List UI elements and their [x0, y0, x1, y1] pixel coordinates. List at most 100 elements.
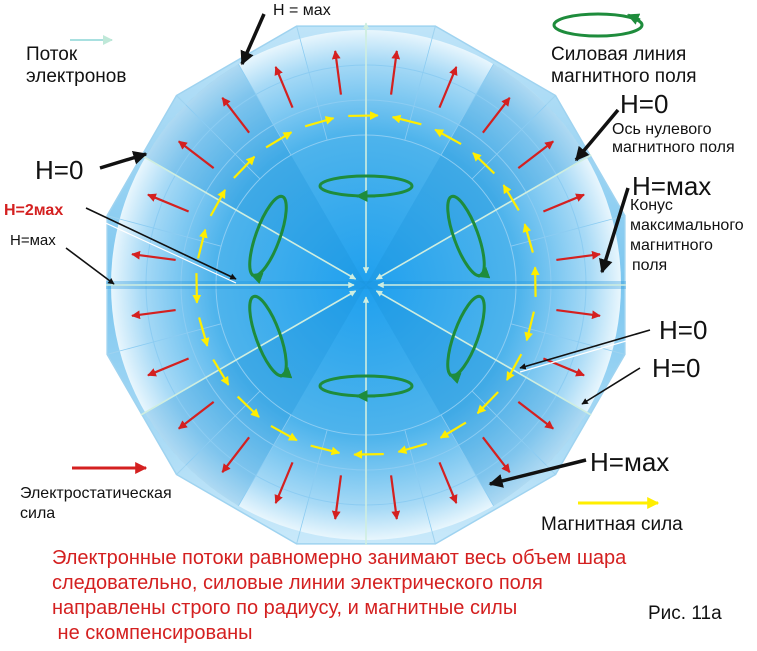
sphere-spoke: [185, 104, 261, 180]
magnetic-arrow: [192, 273, 202, 304]
magnetic-arrow: [310, 444, 341, 456]
field-line-arrow: [278, 366, 293, 379]
facet-edge: [296, 26, 301, 39]
pointer-h-max-bottom: [488, 458, 587, 488]
electrostatic-arrow: [517, 140, 554, 169]
sphere-spoke: [404, 38, 433, 141]
facet-edge: [176, 464, 187, 475]
magnetic-arrow: [391, 114, 422, 126]
field-axes: [106, 22, 626, 545]
electrostatic-arrow: [482, 97, 511, 134]
magnetic-arrow: [530, 266, 540, 297]
electrostatic-arrow: [147, 357, 190, 377]
label-field-line: Силовая линия магнитного поля: [551, 44, 697, 87]
electrostatic-arrow: [147, 193, 190, 213]
label-fig-number: Рис. 11а: [648, 603, 722, 624]
sphere-spoke: [440, 63, 494, 156]
label-h0-left: Н=0: [35, 155, 84, 185]
sphere-spoke: [299, 429, 328, 532]
sphere-spoke: [440, 414, 494, 507]
label-h-max-top: Н = мах: [273, 2, 331, 19]
electrostatic-arrow: [131, 250, 176, 262]
sphere-spoke: [238, 414, 292, 507]
magnetic-arrow: [304, 116, 335, 128]
electrostatic-arrow: [482, 436, 511, 473]
electrostatic-arrow: [131, 308, 176, 320]
electrostatic-arrow: [221, 436, 250, 473]
label-electrostatic: Электростатическая сила: [20, 485, 172, 522]
magnetic-arrow: [434, 128, 462, 146]
label-electron-flow: Поток электронов: [26, 44, 127, 87]
pointer-h-max-top: [240, 13, 266, 66]
electrostatic-arrow: [389, 50, 401, 95]
equator-band: [106, 281, 626, 289]
electrostatic-arrow: [274, 461, 294, 504]
sphere-spoke: [299, 38, 328, 141]
label-h-max-bottom: Н=мах: [590, 447, 670, 477]
electrostatic-arrow: [178, 401, 215, 430]
electrostatic-arrow: [438, 66, 458, 109]
electrostatic-force-arrows: [131, 50, 601, 520]
sphere-spoke: [404, 429, 433, 532]
magnetic-arrow: [236, 395, 260, 418]
axis-line: [375, 154, 592, 280]
facet-edge: [431, 26, 436, 39]
caption-line: следовательно, силовые линии электрическ…: [52, 572, 543, 594]
caption-line: направлены строго по радиусу, и магнитны…: [52, 597, 518, 619]
sphere-spoke: [510, 218, 613, 247]
electrostatic-arrow: [438, 461, 458, 504]
sphere-spoke: [119, 218, 222, 247]
electrostatic-arrow: [178, 140, 215, 169]
label-h-2max: Н=2мах: [4, 202, 64, 219]
axis-line: [140, 290, 357, 416]
pointer-h0-mid1: [519, 329, 651, 370]
label-h-max-left: Н=мах: [10, 232, 56, 249]
field-line-arrow: [476, 266, 491, 279]
electrostatic-arrow: [556, 308, 601, 320]
magnetic-arrow: [505, 353, 523, 381]
facet-edge: [545, 95, 556, 106]
pointer-h-max-right: [599, 187, 630, 274]
magnetic-arrow: [439, 421, 467, 439]
electrostatic-arrow: [221, 97, 250, 134]
label-h0-right-top: Н=0: [620, 89, 669, 119]
pointer-h0-left: [99, 150, 148, 170]
magnetic-arrow: [270, 424, 298, 442]
electrostatic-arrow: [274, 66, 294, 109]
magnetic-arrow: [348, 111, 379, 120]
pointer-h-max-left: [65, 247, 115, 285]
facet-edge: [612, 350, 625, 355]
caption-line: не скомпенсированы: [52, 622, 253, 644]
label-cone: Конус максимального магнитного поля: [630, 197, 744, 274]
magnetic-arrow: [476, 391, 499, 415]
caption-line: Электронные потоки равномерно занимают в…: [52, 547, 627, 569]
magnetic-arrow: [212, 358, 230, 386]
label-h0-mid2: Н=0: [652, 353, 701, 383]
electrostatic-arrow: [331, 475, 343, 520]
facet-edge: [107, 350, 120, 355]
label-h0-mid1: Н=0: [659, 315, 708, 345]
sphere-spoke: [238, 63, 292, 156]
electrostatic-arrow: [517, 401, 554, 430]
field-line-arrow: [250, 272, 264, 284]
axis-line: [140, 154, 357, 280]
electrostatic-arrow: [542, 357, 585, 377]
electrostatic-arrow: [556, 250, 601, 262]
facet-edge: [431, 531, 436, 544]
electrostatic-arrow: [542, 193, 585, 213]
magnetic-arrow: [524, 311, 535, 342]
facet-edge: [296, 531, 301, 544]
pointer-arrows: [65, 12, 660, 509]
sphere-spoke: [471, 390, 547, 466]
magnetic-arrow: [502, 184, 520, 212]
electrostatic-arrow: [389, 475, 401, 520]
sphere-spoke: [471, 104, 547, 180]
magnetic-force-arrows: [192, 111, 540, 459]
magnetic-arrow: [397, 442, 428, 454]
magnetic-arrow: [472, 152, 496, 175]
magnetic-field-lines: [248, 174, 491, 402]
pointer-h0-mid2: [581, 367, 641, 405]
field-line-arrow: [448, 372, 462, 384]
label-h-max-right: Н=мах: [632, 171, 712, 201]
